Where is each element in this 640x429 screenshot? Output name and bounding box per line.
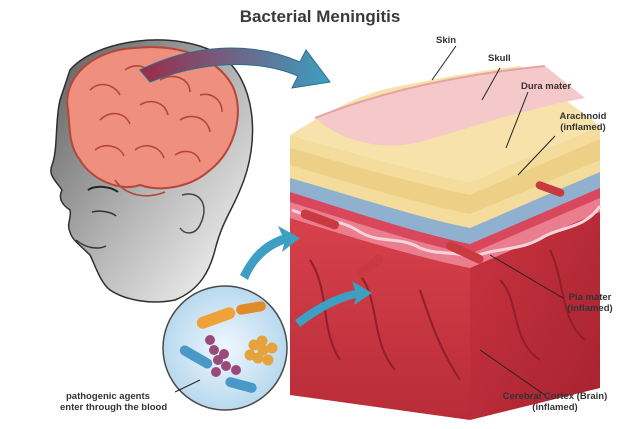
label-pathogen-line2: enter through the blood [60, 402, 168, 413]
blood-vessels [300, 181, 565, 278]
brain [66, 46, 239, 197]
label-pia-line2: (inflamed) [567, 303, 613, 314]
label-pathogen-line1: pathogenic agents [66, 391, 150, 402]
label-pia-mater: Pia mater (inflamed) [550, 292, 630, 314]
label-pia-line1: Pia mater [568, 292, 612, 303]
blood-arrow-2 [295, 281, 372, 327]
label-cortex-line2: (inflamed) [532, 402, 578, 413]
label-skin: Skin [436, 35, 457, 46]
label-arachnoid-line2: (inflamed) [560, 122, 606, 133]
label-cerebral-cortex: Cerebral Cortex (Brain) (inflamed) [480, 391, 630, 413]
leader-lines [174, 45, 564, 396]
label-skull: Skull [488, 53, 511, 64]
label-pathogenic-agents: pathogenic agents enter through the bloo… [60, 391, 167, 413]
label-dura-mater: Dura mater [521, 81, 572, 92]
label-cortex-line1: Cerebral Cortex (Brain) [502, 391, 608, 402]
blood-arrow-1 [240, 226, 300, 280]
label-arachnoid: Arachnoid (inflamed) [538, 111, 628, 133]
label-arachnoid-line1: Arachnoid [559, 111, 607, 122]
diagram-title: Bacterial Meningitis [239, 7, 401, 26]
zoom-arrow [139, 47, 331, 89]
pathogen-circle [162, 285, 288, 411]
